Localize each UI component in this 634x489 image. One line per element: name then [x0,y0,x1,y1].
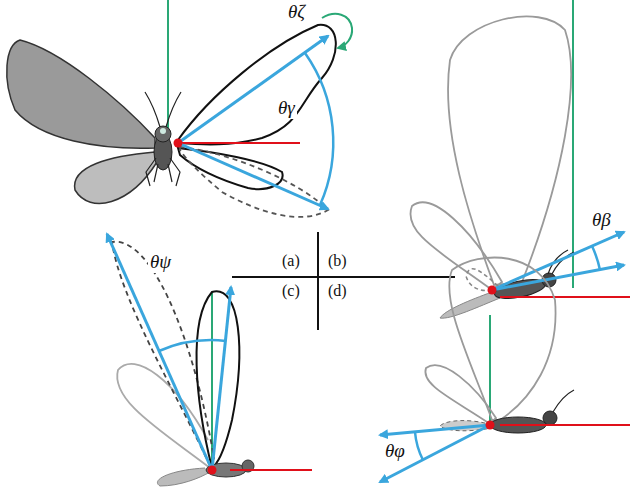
panel-label: (a) [280,252,302,270]
panel-label: (d) [326,282,349,300]
panel-label: (c) [280,282,302,300]
angle-label: θψ [148,252,173,273]
angle-label: θγ [276,98,297,119]
angle-label: θβ [590,210,613,231]
panel-label: (b) [326,252,349,270]
angle-label: θφ [383,441,407,462]
angle-label: θζ [286,2,307,23]
